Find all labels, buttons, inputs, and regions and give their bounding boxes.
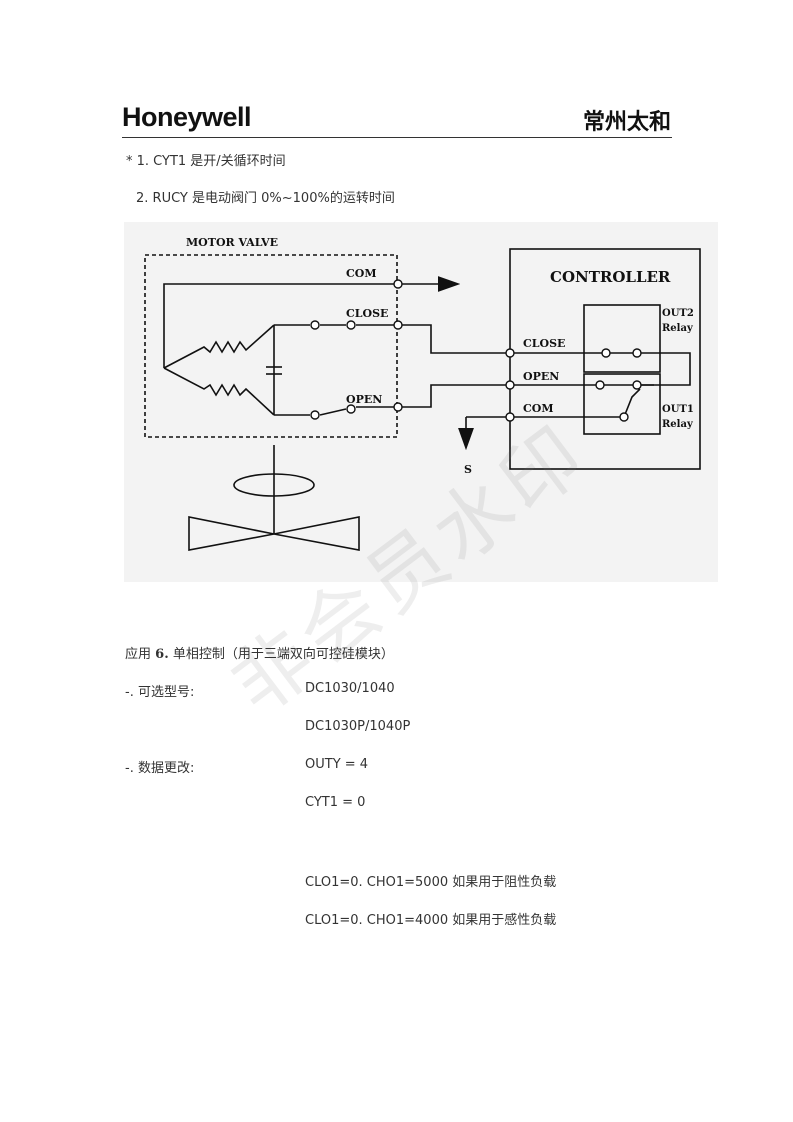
valve-close-label: CLOSE (346, 307, 388, 320)
models-label: -. 可选型号: (125, 685, 195, 700)
cyt1-value: CYT1 = 0 (305, 795, 366, 810)
valve-com-label: COM (346, 267, 377, 280)
model-value-1: DC1030/1040 (305, 681, 395, 696)
terminal-open (393, 402, 403, 412)
application-prefix: 应用 (125, 647, 152, 662)
application-title: 单相控制（用于三端双向可控硅模块） (172, 647, 394, 662)
motor-valve-label: MOTOR VALVE (186, 236, 278, 249)
note-rucy: 2. RUCY 是电动阀门 0%~100%的运转时间 (136, 191, 395, 206)
model-value-2: DC1030P/1040P (305, 719, 411, 734)
terminal-com (393, 279, 403, 289)
resistive-load-setting: CLO1=0. CHO1=5000 如果用于阻性负载 (305, 875, 557, 890)
company-name: 常州太和 (582, 110, 671, 135)
motor-valve-box (144, 254, 398, 438)
note-cyt1: * 1. CYT1 是开/关循环时间 (126, 154, 286, 169)
brand-logo: Honeywell (122, 102, 252, 132)
header-rule (122, 137, 672, 138)
wiring-diagram: MOTOR VALVE CONTROLLER COM CLOSE OPEN CL… (124, 222, 718, 582)
ctrl-terminal-close (505, 348, 515, 358)
controller-box (509, 248, 701, 470)
out2-relay-box (583, 304, 661, 373)
data-change-label: -. 数据更改: (125, 761, 195, 776)
terminal-close (393, 320, 403, 330)
valve-open-label: OPEN (346, 393, 382, 406)
inductive-load-setting: CLO1=0. CHO1=4000 如果用于感性负载 (305, 913, 557, 928)
outy-value: OUTY = 4 (305, 757, 369, 772)
application-heading: 应用 6. 单相控制（用于三端双向可控硅模块） (125, 643, 394, 662)
ctrl-close-label: CLOSE (523, 337, 565, 350)
out2-relay-label: Relay (662, 323, 694, 334)
out2-label: OUT2 (662, 308, 694, 319)
out1-relay-box (583, 373, 661, 435)
ctrl-terminal-com (505, 412, 515, 422)
controller-label: CONTROLLER (550, 268, 671, 286)
ctrl-com-label: COM (523, 402, 554, 415)
ctrl-terminal-open (505, 380, 515, 390)
out1-relay-label: Relay (662, 419, 694, 430)
source-label: S (464, 463, 472, 476)
out1-label: OUT1 (662, 404, 694, 415)
application-number: 6. (155, 647, 169, 662)
ctrl-open-label: OPEN (523, 370, 559, 383)
